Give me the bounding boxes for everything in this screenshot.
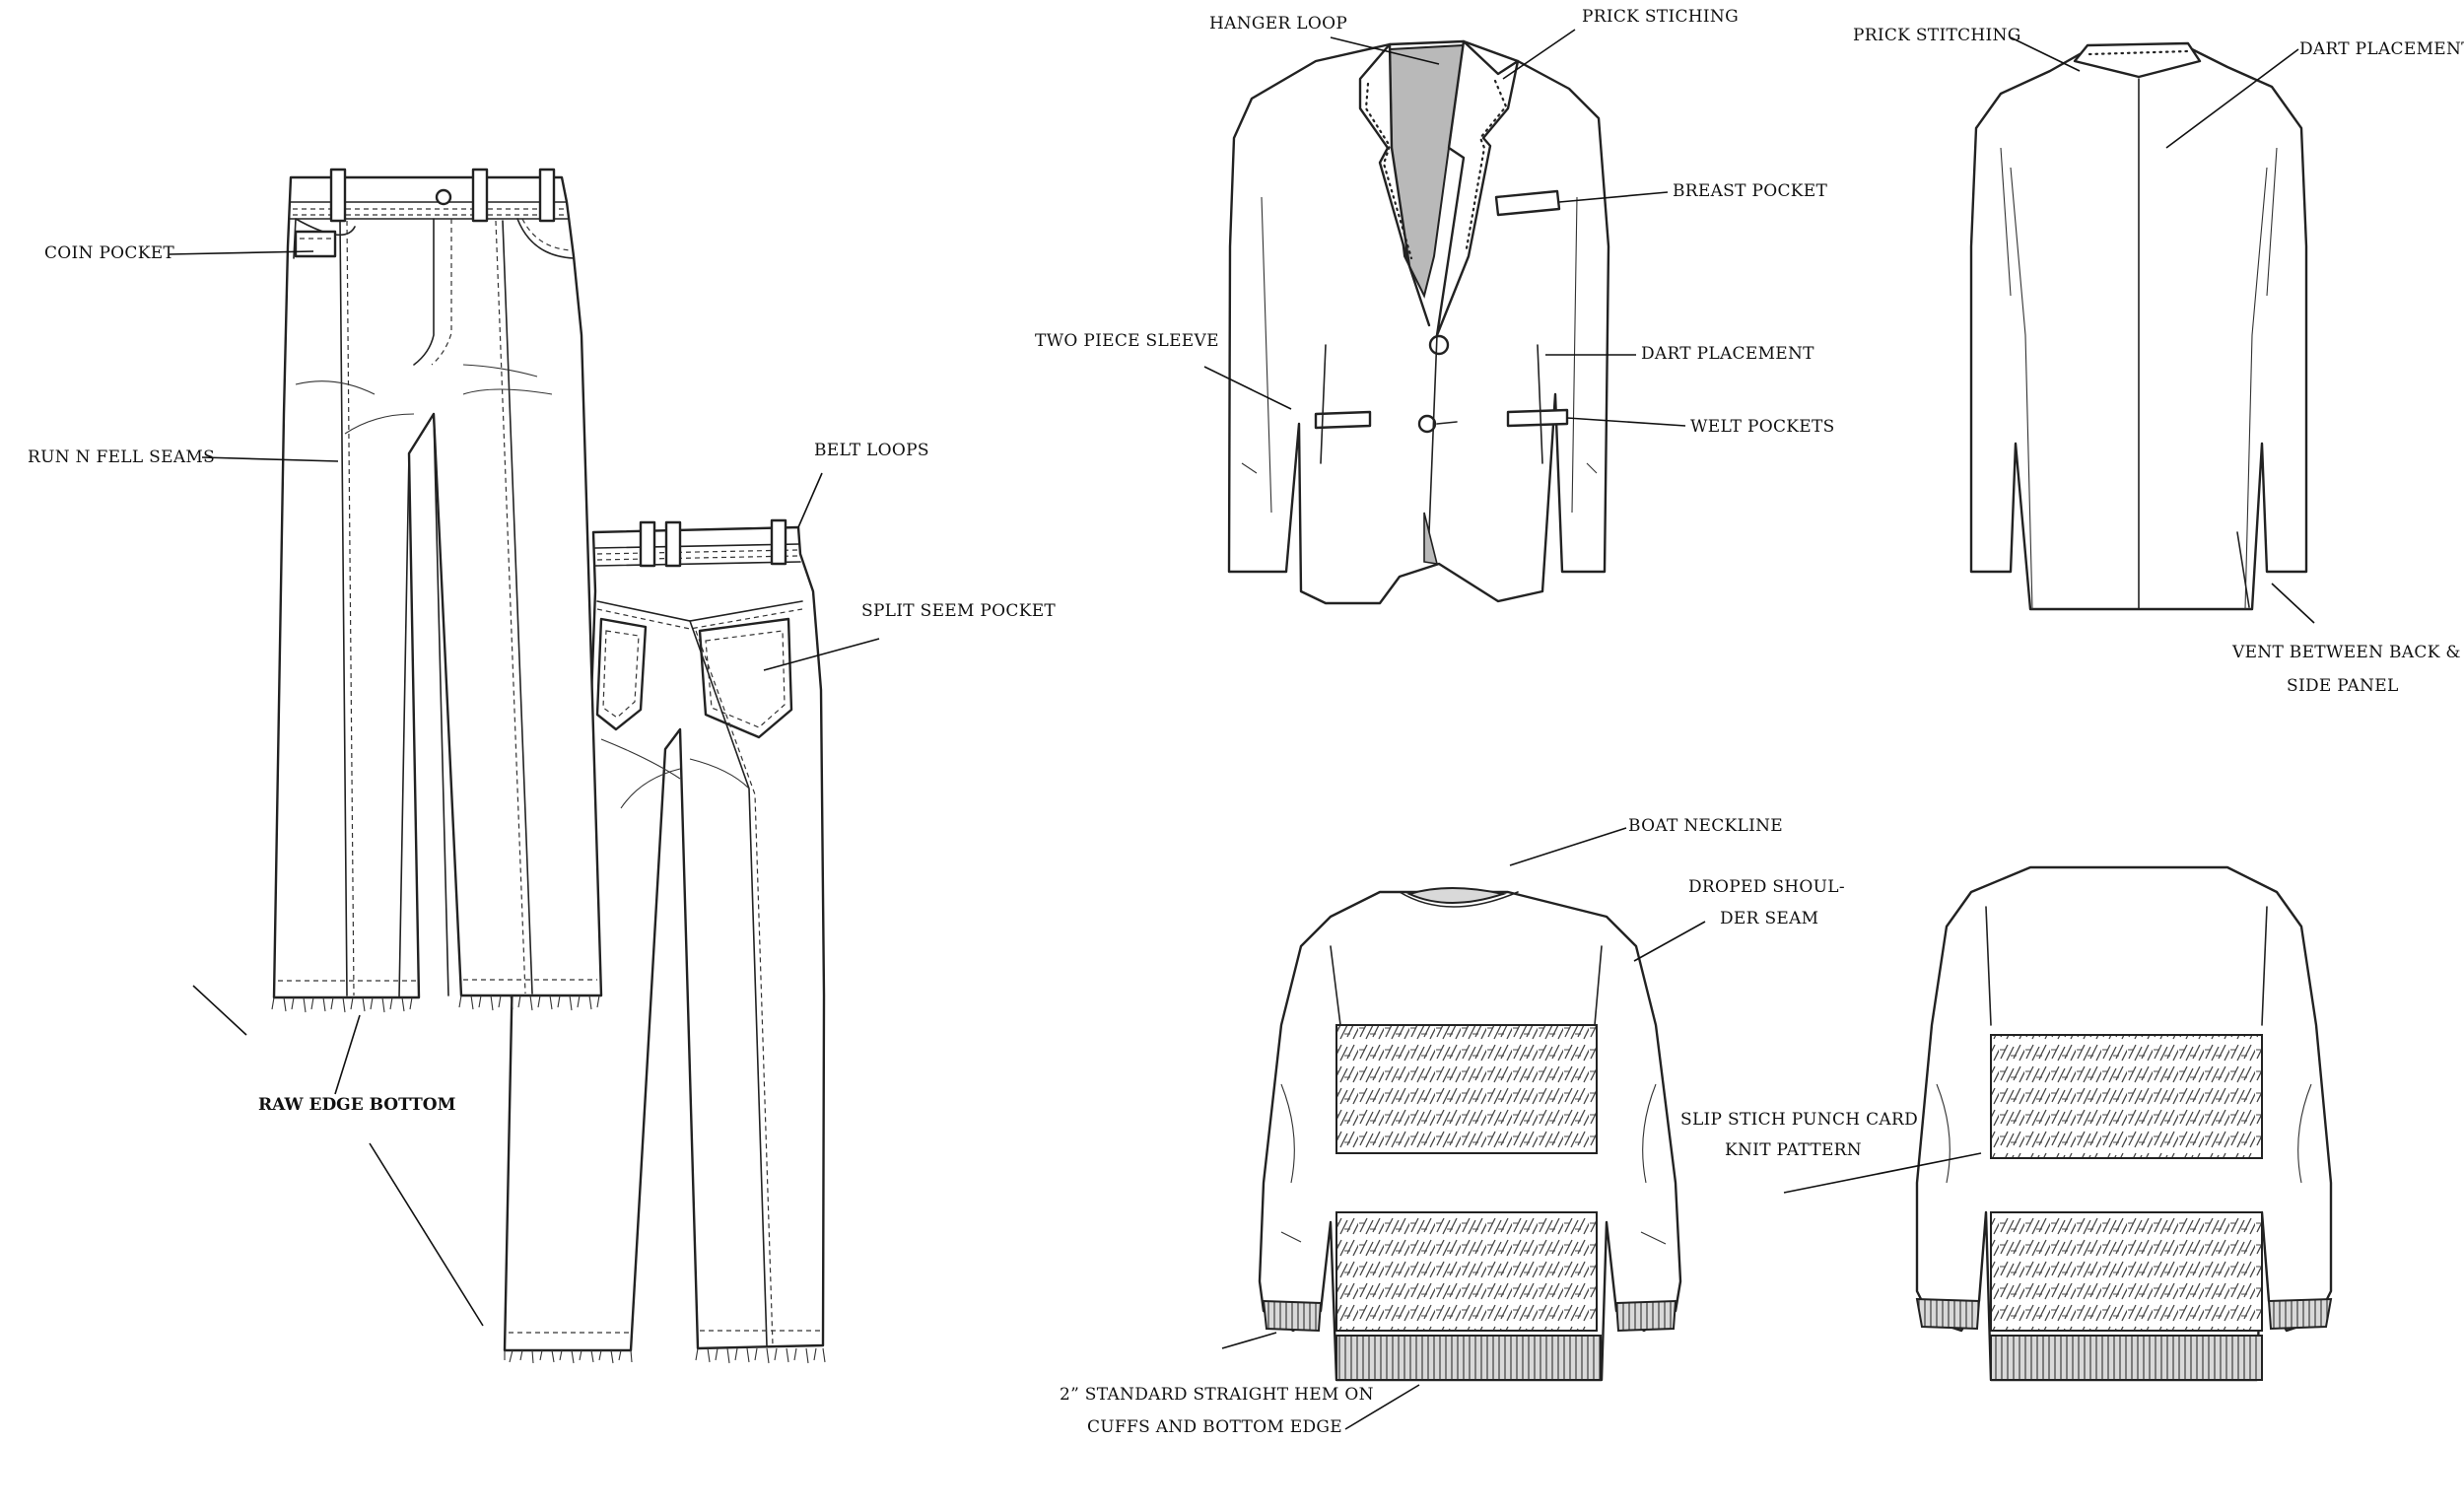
label-two-piece-sleeve: TWO PIECE SLEEVE — [1035, 331, 1219, 351]
label-dart-placement-front: DART PLACEMENT — [1641, 344, 1814, 364]
label-prick-stitching-back: PRICK STITCHING — [1853, 26, 2021, 45]
leader-lines — [169, 29, 2315, 1430]
sweater-back-view — [1915, 865, 2333, 1382]
label-raw-edge-bottom: RAW EDGE BOTTOM — [258, 1095, 456, 1115]
label-belt-loops: BELT LOOPS — [814, 441, 929, 460]
jeans-back-view — [503, 518, 826, 1364]
label-prick-stiching: PRICK STICHING — [1582, 7, 1739, 27]
label-slip-line2: KNIT PATTERN — [1725, 1140, 1862, 1160]
label-hem-line1: 2” STANDARD STRAIGHT HEM ON — [1060, 1385, 1374, 1405]
label-droped-line1: DROPED SHOUL- — [1688, 877, 1845, 897]
label-split-seem-pocket: SPLIT SEEM POCKET — [861, 601, 1056, 621]
label-dart-placement-back: DART PLACEMENT — [2299, 39, 2464, 59]
label-vent-line2: SIDE PANEL — [2287, 676, 2399, 696]
label-run-n-fell-seams: RUN N FELL SEAMS — [28, 447, 215, 467]
label-hanger-loop: HANGER LOOP — [1209, 14, 1347, 34]
label-slip-line1: SLIP STICH PUNCH CARD — [1680, 1110, 1918, 1130]
jeans-front-view — [271, 168, 603, 1013]
annotation-labels: COIN POCKET RUN N FELL SEAMS BELT LOOPS … — [28, 7, 2464, 1437]
blazer-back-view — [1969, 41, 2308, 611]
label-droped-line2: DER SEAM — [1720, 909, 1818, 928]
label-vent-line1: VENT BETWEEN BACK & — [2231, 643, 2461, 662]
label-welt-pockets: WELT POCKETS — [1690, 417, 1835, 437]
label-boat-neckline: BOAT NECKLINE — [1628, 816, 1783, 836]
blazer-front-view — [1227, 39, 1610, 605]
label-hem-line2: CUFFS AND BOTTOM EDGE — [1087, 1417, 1342, 1437]
label-coin-pocket: COIN POCKET — [44, 243, 174, 263]
label-breast-pocket: BREAST POCKET — [1673, 181, 1827, 201]
sweater-front-view — [1258, 887, 1682, 1382]
